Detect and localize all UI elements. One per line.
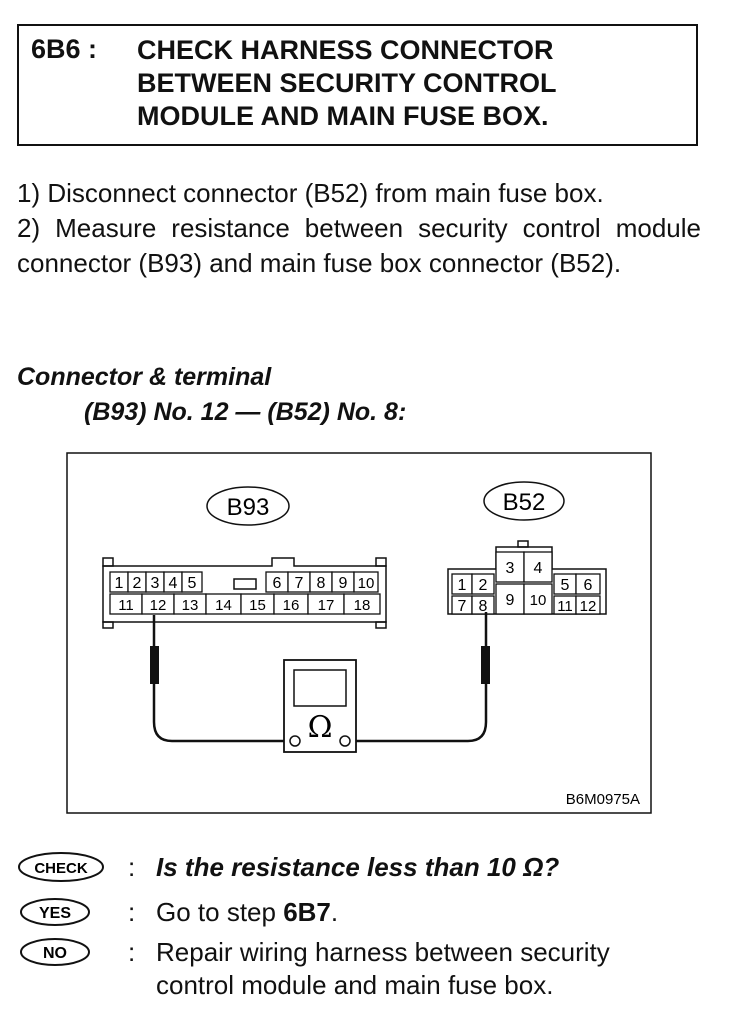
b93-pin-15-label: 15 — [249, 597, 266, 614]
b52-pin-2-label: 2 — [479, 577, 488, 594]
b93-pin-5-label: 5 — [188, 575, 197, 592]
step-title: CHECK HARNESS CONNECTOR BETWEEN SECURITY… — [137, 34, 687, 133]
b52-pin-3-label: 3 — [506, 560, 515, 577]
b52-pin-10-cell — [523, 583, 553, 615]
b52-pin-12-cell — [575, 595, 601, 615]
check-badge-icon: CHECK — [18, 852, 104, 882]
b93-pin-13-label: 13 — [182, 597, 199, 614]
b93-pin-12-label: 12 — [150, 597, 167, 614]
b93-pin-11-label: 11 — [118, 597, 134, 614]
no-answer: Repair wiring harness between security c… — [156, 936, 716, 1002]
b93-pin-10-label: 10 — [358, 575, 375, 592]
b52-label: B52 — [503, 489, 546, 516]
yes-colon: : — [128, 897, 136, 927]
b93-pin-16-label: 16 — [283, 597, 300, 614]
step-id: 6B6 : — [31, 34, 98, 64]
check-colon: : — [128, 852, 136, 882]
b93-pin-6-label: 6 — [273, 575, 282, 592]
b93-label: B93 — [227, 494, 270, 521]
instruction-2: 2) Measure resistance between security c… — [17, 213, 701, 278]
step-header-box: 6B6 : CHECK HARNESS CONNECTOR BETWEEN SE… — [17, 24, 698, 146]
b93-pin-8-label: 8 — [317, 575, 326, 592]
b93-probe — [150, 646, 159, 684]
instruction-1: 1) Disconnect connector (B52) from main … — [17, 178, 604, 208]
yes-badge-icon: YES — [20, 898, 90, 926]
no-badge-icon: NO — [20, 938, 90, 966]
b93-pin-2-label: 2 — [133, 575, 142, 592]
b93-pin-9-label: 9 — [339, 575, 348, 592]
check-badge-label: CHECK — [34, 860, 88, 877]
b52-pin-1-label: 1 — [458, 577, 467, 594]
connector-terminal-line: (B93) No. 12 — (B52) No. 8: — [84, 398, 407, 426]
b93-pin-5-cell — [181, 571, 203, 593]
b93-pin-18-label: 18 — [354, 597, 371, 614]
yes-answer: Go to step 6B7. — [156, 896, 716, 929]
b52-probe — [481, 646, 490, 684]
b52-pin-9-cell — [495, 583, 525, 615]
b93-pin-10-cell — [353, 571, 379, 593]
yes-badge-label: YES — [39, 905, 71, 922]
b52-pin-8-label: 8 — [479, 598, 488, 615]
ohm-symbol: Ω — [308, 710, 333, 745]
check-question: Is the resistance less than 10 Ω? — [156, 852, 560, 882]
connector-heading: Connector & terminal — [17, 363, 272, 391]
b52-pin-6-cell — [575, 573, 601, 595]
b93-pin-4-label: 4 — [169, 575, 178, 592]
b52-pin-4-cell — [523, 551, 553, 583]
no-badge-label: NO — [43, 945, 67, 962]
b52-label-oval — [483, 481, 565, 521]
b93-pin-14-label: 14 — [215, 597, 232, 614]
b52-pin-6-label: 6 — [584, 577, 593, 594]
meter-terminal-left — [289, 735, 301, 747]
no-colon: : — [128, 937, 136, 967]
step-title-line: BETWEEN SECURITY CONTROL — [137, 68, 557, 98]
no-line-2: control module and main fuse box. — [156, 970, 554, 1000]
b52-pin-12-label: 12 — [580, 598, 597, 615]
yes-suffix: . — [330, 897, 339, 927]
b93-connector — [102, 557, 387, 629]
yes-prefix: Go to step — [156, 897, 284, 927]
b93-pin-7-label: 7 — [295, 575, 304, 592]
b93-pin-3-label: 3 — [151, 575, 160, 592]
no-line-1: Repair wiring harness between security — [156, 937, 610, 967]
b52-pin-10-label: 10 — [530, 592, 547, 609]
test-leads — [152, 612, 488, 743]
figure-code: B6M0975A — [566, 791, 640, 808]
step-title-line: CHECK HARNESS CONNECTOR — [137, 35, 554, 65]
b52-pin-4-label: 4 — [534, 560, 543, 577]
instructions: 1) Disconnect connector (B52) from main … — [17, 176, 701, 281]
yes-step: 6B7 — [283, 897, 331, 927]
b93-pin-17-label: 17 — [318, 597, 335, 614]
b93-label-oval — [206, 486, 290, 526]
b52-pin-9-label: 9 — [506, 592, 515, 609]
b93-pin-1-label: 1 — [115, 575, 124, 592]
meter-display — [293, 669, 347, 707]
step-title-line: MODULE AND MAIN FUSE BOX. — [137, 101, 549, 131]
b52-pin-11-label: 11 — [557, 598, 573, 615]
b52-pin-5-label: 5 — [561, 577, 570, 594]
b52-pin-2-cell — [471, 573, 495, 595]
b93-pin-18-cell — [343, 593, 381, 615]
meter-terminal-right — [339, 735, 351, 747]
ohmmeter: Ω — [283, 659, 357, 753]
b52-pin-7-label: 7 — [458, 598, 467, 615]
b52-pin-8-cell — [471, 595, 495, 615]
